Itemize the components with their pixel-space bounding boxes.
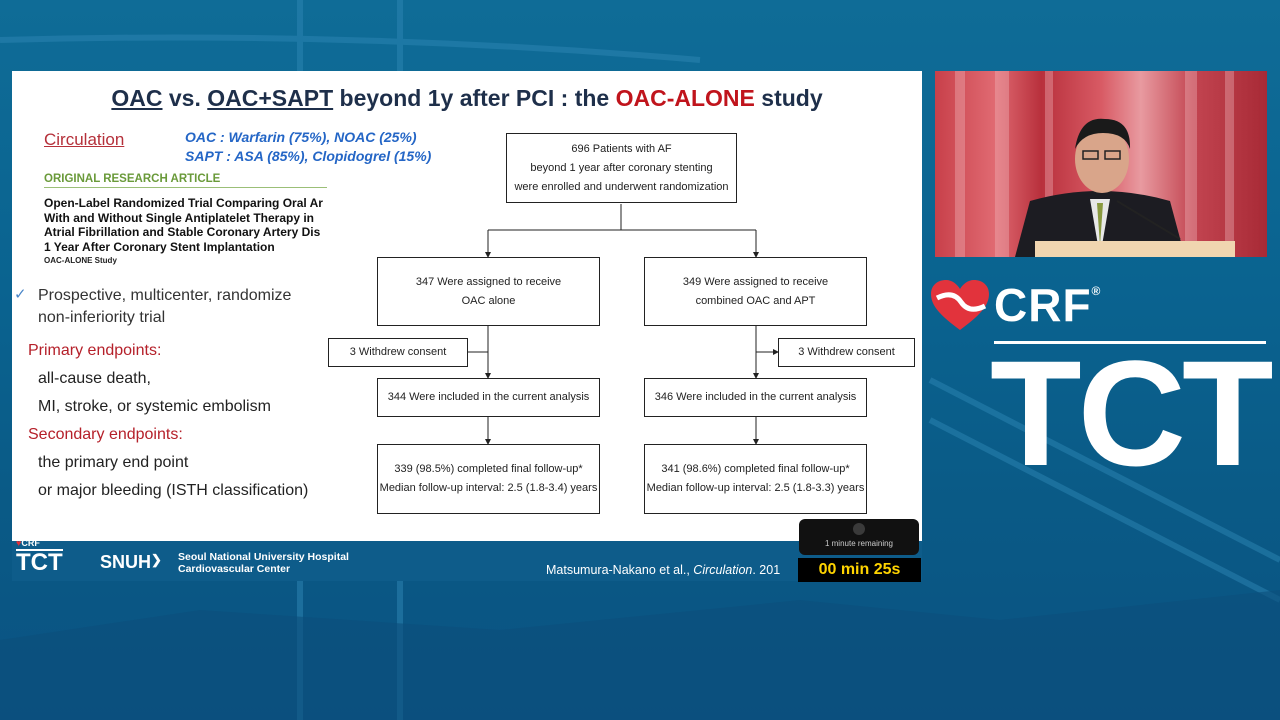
speaker-image [955,71,1235,257]
article-type-label: ORIGINAL RESEARCH ARTICLE [44,173,327,188]
article-title-line: With and Without Single Antiplatelet The… [44,210,314,225]
secondary-endpoint-item: the primary end point [38,454,189,471]
secondary-endpoint-item: or major bleeding (ISTH classification) [38,482,309,499]
flow-text: 349 Were assigned to receive [682,275,829,288]
flow-box-left-withdrew: 3 Withdrew consent [328,338,468,367]
article-title-line: 1 Year After Coronary Stent Implantation [44,239,275,254]
registered-mark: ® [1091,284,1102,298]
flow-text: 347 Were assigned to receive [415,275,562,288]
flow-text: Median follow-up interval: 2.5 (1.8-3.4)… [379,482,598,494]
slide-tct-logo: ♥CRF TCT [16,538,63,575]
flow-box-left-followup: 339 (98.5%) completed final follow-up* M… [377,444,600,514]
study-design-line: non-inferiority trial [38,309,166,326]
flow-text: 344 Were included in the current analysi… [387,391,590,403]
title-oac-sapt: OAC+SAPT [207,85,334,111]
brand-divider [994,341,1266,344]
flow-text: Median follow-up interval: 2.5 (1.8-3.3)… [646,482,865,494]
time-remaining-text: 1 minute remaining [824,539,894,548]
primary-endpoints-heading: Primary endpoints: [28,342,162,359]
flow-text: 3 Withdrew consent [349,346,447,358]
slide-crf-label: CRF [21,538,40,548]
drug-breakdown: OAC : Warfarin (75%), NOAC (25%) SAPT : … [185,128,431,166]
article-title-line: Atrial Fibrillation and Stable Coronary … [44,225,321,239]
title-oac: OAC [111,85,163,111]
article-title: Open-Label Randomized Trial Comparing Or… [44,196,328,254]
sapt-breakdown: SAPT : ASA (85%), Clopidogrel (15%) [185,148,432,164]
journal-name: Circulation [44,130,125,149]
slide-title: OAC vs. OAC+SAPT beyond 1y after PCI : t… [12,85,922,112]
citation-journal: Circulation [693,563,753,577]
flow-box-right-followup: 341 (98.6%) completed final follow-up* M… [644,444,867,514]
time-remaining-notice: 1 minute remaining [799,519,919,555]
flow-text: combined OAC and APT [695,294,816,307]
speaker-camera-feed [935,71,1267,257]
flow-text: 339 (98.5%) completed final follow-up* [394,463,583,475]
checkmark-icon: ✓ [14,286,27,303]
slide-tct-text: TCT [16,549,63,576]
primary-endpoint-item: all-cause death, [38,370,151,387]
citation: Matsumura-Nakano et al., Circulation. 20… [546,563,780,577]
flow-box-right-withdrew: 3 Withdrew consent [778,338,915,367]
flow-text: OAC alone [461,294,516,307]
snuh-mark-icon: ❯ [151,552,162,567]
title-study-name: OAC-ALONE [615,85,755,111]
hospital-line: Seoul National University Hospital [178,551,349,563]
flow-text: beyond 1 year after coronary stenting [530,161,713,174]
flow-box-left-included: 344 Were included in the current analysi… [377,378,600,417]
snuh-text: SNUH [100,552,152,572]
title-vs: vs. [162,85,208,111]
hospital-name: Seoul National University Hospital Cardi… [178,551,349,575]
citation-authors: Matsumura-Nakano et al., [546,563,694,577]
study-design-line: Prospective, multicenter, randomize [38,287,292,304]
article-study-name: OAC-ALONE Study [44,256,117,265]
tct-logo-text: TCT [990,329,1274,497]
secondary-endpoints-heading: Secondary endpoints: [28,426,183,443]
flow-box-oac-apt: 349 Were assigned to receive combined OA… [644,257,867,326]
flow-box-enrolled: 696 Patients with AF beyond 1 year after… [506,133,737,203]
title-middle: beyond 1y after PCI : the [333,85,616,111]
flow-box-right-included: 346 Were included in the current analysi… [644,378,867,417]
timer-icon [853,523,865,535]
study-design: Prospective, multicenter, randomize non-… [38,285,328,329]
citation-year: . 201 [752,563,781,577]
flow-text: 3 Withdrew consent [798,346,895,358]
heart-icon: ♥ [16,538,22,548]
slide-crf-text: ♥CRF [16,538,63,548]
flow-text: 341 (98.6%) completed final follow-up* [661,463,850,475]
primary-endpoint-item: MI, stroke, or systemic embolism [38,398,271,415]
article-title-line: Open-Label Randomized Trial Comparing Or… [44,196,323,210]
oac-breakdown: OAC : Warfarin (75%), NOAC (25%) [185,129,417,145]
center-line: Cardiovascular Center [178,563,291,575]
flow-text: 696 Patients with AF [571,142,672,155]
presentation-slide: OAC vs. OAC+SAPT beyond 1y after PCI : t… [12,71,922,581]
title-end: study [754,85,823,111]
crf-logo-text: CRF® [994,278,1101,332]
crf-text: CRF [994,279,1092,331]
flow-text: were enrolled and underwent randomizatio… [514,180,729,193]
countdown-timer: 00 min 25s [798,558,921,582]
crf-heart-icon [931,280,989,330]
snuh-logo: SNUH❯ [100,552,162,573]
slide-footer-band [12,541,922,581]
flow-text: 346 Were included in the current analysi… [654,391,857,403]
flowchart-connectors [468,204,779,445]
flow-box-oac-alone: 347 Were assigned to receive OAC alone [377,257,600,326]
